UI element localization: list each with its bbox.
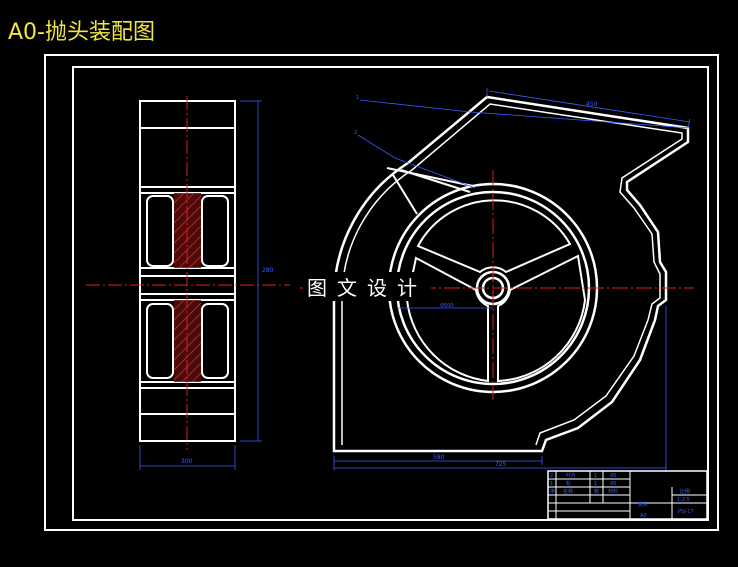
svg-text:名称: 名称 xyxy=(563,488,573,495)
svg-text:数: 数 xyxy=(594,488,599,495)
title-block xyxy=(547,470,708,520)
dim-left-height: 280 xyxy=(262,267,274,274)
svg-text:1: 1 xyxy=(594,481,597,487)
svg-text:序: 序 xyxy=(550,488,555,495)
inner-frame xyxy=(72,66,709,521)
svg-text:抛头: 抛头 xyxy=(638,501,648,508)
drawing-title: A0-抛头装配图 xyxy=(8,20,155,45)
svg-text:1: 1 xyxy=(594,473,597,479)
svg-text:轮: 轮 xyxy=(566,480,571,487)
housing-inner xyxy=(341,103,683,446)
dim-bottom-inner: 580 xyxy=(433,454,445,461)
side-center-lines xyxy=(86,96,290,450)
svg-text:PSJ-17: PSJ-17 xyxy=(678,509,694,515)
svg-text:材料: 材料 xyxy=(608,488,618,495)
dim-top-width: 450 xyxy=(586,101,598,108)
svg-text:1: 1 xyxy=(550,481,553,487)
front-dimensions xyxy=(333,88,691,472)
svg-text:45: 45 xyxy=(610,473,616,479)
dim-left-width: 300 xyxy=(181,458,193,465)
leader-label-1: 1 xyxy=(356,95,359,101)
svg-text:叶片: 叶片 xyxy=(566,472,576,479)
dim-bottom-total: 725 xyxy=(495,461,507,468)
dim-wheel-diameter: Φ500 xyxy=(440,303,453,309)
hatched-section xyxy=(174,193,201,382)
support-strut xyxy=(386,167,474,215)
svg-text:2: 2 xyxy=(550,473,553,479)
title-block-text: 2 叶片 1 45 1 轮 1 45 序 名称 数 材料 比例 1:2.5 抛头… xyxy=(550,472,694,519)
impeller-windows xyxy=(405,199,587,383)
front-center-lines xyxy=(300,170,694,400)
watermark-text: 图文设计 xyxy=(303,272,431,301)
leader-label-2: 2 xyxy=(354,130,357,136)
svg-text:1:2.5: 1:2.5 xyxy=(677,497,690,503)
svg-text:A0: A0 xyxy=(640,513,647,519)
svg-text:45: 45 xyxy=(610,481,616,487)
outer-frame xyxy=(44,54,719,531)
svg-text:比例: 比例 xyxy=(680,488,690,495)
side-dimensions xyxy=(139,100,262,470)
